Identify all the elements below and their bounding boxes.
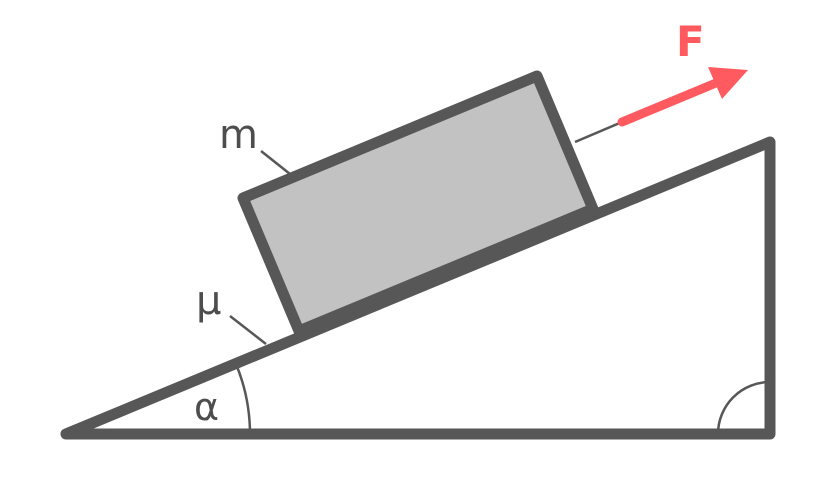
angle-arc	[234, 363, 252, 435]
force-arrow	[617, 67, 748, 127]
right-angle-arc	[716, 380, 771, 435]
incline-plane	[60, 136, 776, 440]
angle-label: α	[194, 385, 219, 429]
rope	[574, 120, 623, 144]
mass-label: m	[219, 112, 258, 158]
block	[237, 70, 599, 337]
force-label: F	[676, 17, 705, 66]
mass-leader	[260, 150, 291, 175]
friction-label: μ	[196, 278, 221, 324]
friction-leader	[229, 315, 267, 345]
